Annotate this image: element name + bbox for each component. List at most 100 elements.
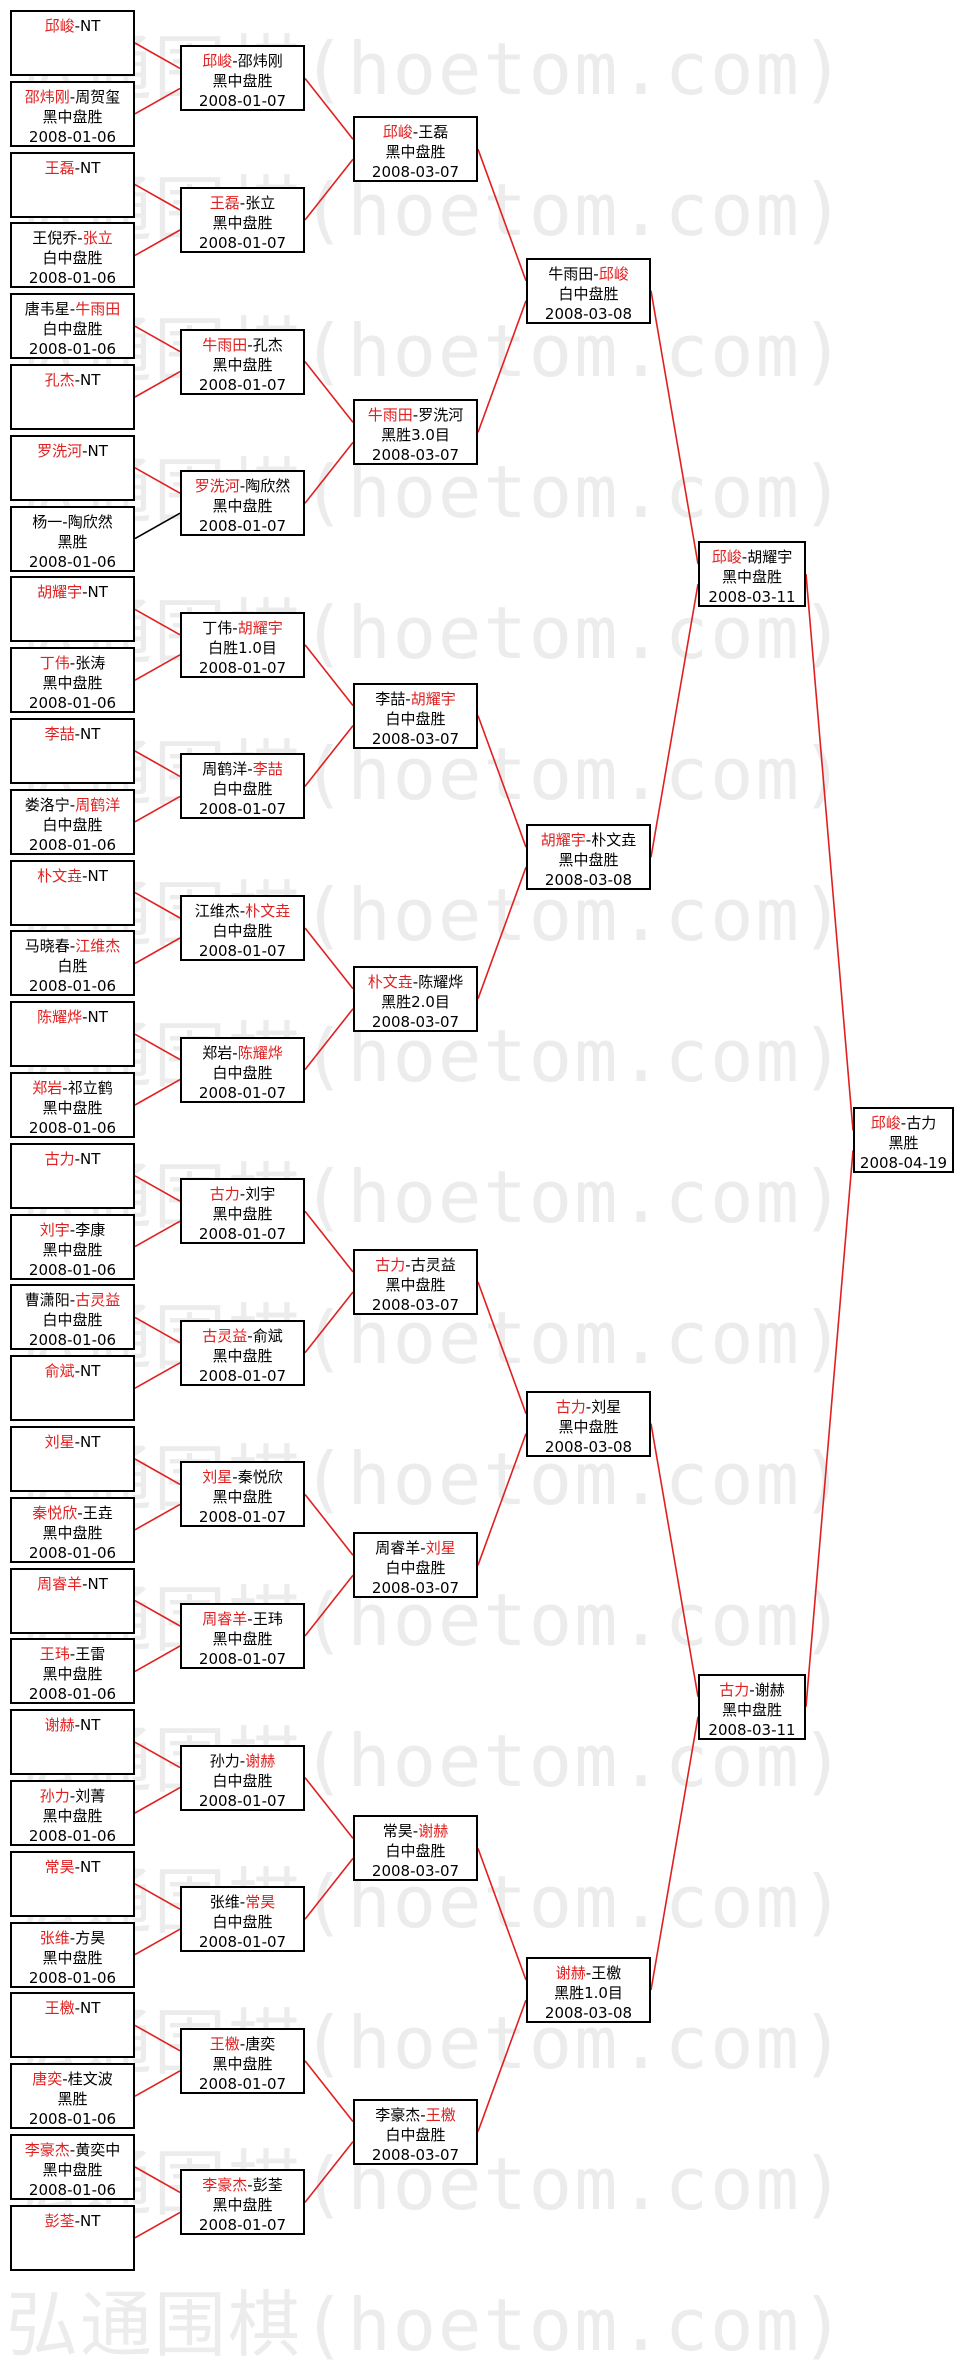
match-date: 2008-01-06	[28, 1331, 117, 1349]
match-date: 2008-01-07	[198, 517, 287, 535]
winner-name: 古力	[555, 1398, 586, 1416]
player-name: 周睿羊	[375, 1539, 421, 1557]
winner-name: 刘星	[202, 1468, 233, 1486]
player-name: NT	[80, 371, 101, 389]
match-date: 2008-01-06	[28, 1544, 117, 1562]
match-result: 白中盘胜	[212, 1772, 273, 1790]
match-players: 孙力-谢赫	[209, 1752, 276, 1770]
winner-name: 邵炜刚	[24, 88, 70, 106]
bracket-connector	[805, 573, 854, 1131]
winner-name: 俞斌	[44, 1362, 75, 1380]
bracket-connector	[304, 1493, 354, 1556]
match-players: 谢赫-王檄	[555, 1964, 622, 1982]
bracket-connector	[134, 1175, 181, 1202]
match-date: 2008-03-07	[371, 163, 460, 181]
winner-name: 朴文垚	[37, 867, 83, 885]
match-result: 黑中盘胜	[42, 1807, 103, 1825]
player-name: NT	[80, 1433, 101, 1451]
player-name: 谢赫	[754, 1681, 785, 1699]
winner-name: 丁伟	[39, 654, 70, 672]
winner-name: 邱峻	[870, 1114, 901, 1132]
player-name: 王垚	[82, 1504, 113, 1522]
match-players: 娄洛宁-周鹤洋	[24, 796, 121, 814]
winner-name: 谢赫	[245, 1752, 276, 1770]
match-date: 2008-01-06	[28, 1119, 117, 1137]
match-players: 牛雨田-罗洗河	[367, 406, 464, 424]
player-name: 王磊	[418, 123, 449, 141]
player-name: 刘宇	[245, 1185, 276, 1203]
match-date: 2008-01-07	[198, 942, 287, 960]
bracket-connector	[134, 87, 181, 115]
player-name: NT	[80, 1999, 101, 2017]
player-name: 胡耀宇	[747, 548, 793, 566]
match-players: 邱峻-邵炜刚	[202, 52, 283, 70]
player-name: NT	[87, 1008, 108, 1026]
match-result: 白中盘胜	[212, 922, 273, 940]
player-name: 唐韦星	[24, 300, 70, 318]
match-date: 2008-03-07	[371, 446, 460, 464]
bracket-connector	[304, 1291, 354, 1354]
match-result: 白中盘胜	[42, 249, 103, 267]
match-result: 白中盘胜	[385, 710, 446, 728]
match-box: 李喆-NT	[10, 718, 135, 784]
match-result: 黑中盘胜	[721, 568, 782, 586]
winner-name: 周睿羊	[37, 1575, 83, 1593]
bracket-connector	[477, 1281, 527, 1414]
match-result: 黑胜1.0目	[554, 1984, 623, 2002]
bracket-connector	[134, 608, 181, 636]
bracket-connector	[304, 927, 354, 990]
winner-name: 邱峻	[598, 265, 629, 283]
player-name: 王玮	[252, 1610, 283, 1628]
match-date: 2008-01-07	[198, 1084, 287, 1102]
bracket-connector	[134, 229, 181, 257]
bracket-connector	[134, 1741, 181, 1769]
match-players: 李豪杰-王檄	[375, 2106, 456, 2124]
player-name: 王倪乔	[32, 229, 78, 247]
match-players: 邱峻-王磊	[382, 123, 449, 141]
player-name: 王雷	[75, 1645, 106, 1663]
match-players: 王磊-NT	[44, 159, 101, 177]
winner-name: 牛雨田	[202, 336, 248, 354]
match-result: 黑中盘胜	[212, 356, 273, 374]
bracket-connector	[134, 795, 181, 823]
match-players: 古力-刘宇	[209, 1185, 276, 1203]
bracket-connector	[134, 2166, 181, 2194]
winner-name: 秦悦欣	[32, 1504, 78, 1522]
winner-name: 陈耀烨	[37, 1008, 83, 1026]
match-date: 2008-01-06	[28, 340, 117, 358]
winner-name: 古力	[719, 1681, 750, 1699]
match-result: 黑胜3.0目	[381, 426, 450, 444]
match-players: 古灵益-俞斌	[202, 1327, 283, 1345]
match-date: 2008-03-08	[544, 2004, 633, 2022]
match-result: 白中盘胜	[212, 1064, 273, 1082]
player-name: 祁立鹤	[67, 1079, 113, 1097]
match-players: 丁伟-张涛	[39, 654, 106, 672]
winner-name: 牛雨田	[75, 300, 121, 318]
player-name: NT	[80, 2212, 101, 2230]
player-name: 黄奕中	[75, 2141, 121, 2159]
winner-name: 邱峻	[202, 52, 233, 70]
bracket-connector	[304, 1210, 354, 1273]
winner-name: 牛雨田	[367, 406, 413, 424]
bracket-connector	[650, 1423, 699, 1697]
match-date: 2008-03-07	[371, 1862, 460, 1880]
player-name: 陶欣然	[245, 477, 291, 495]
bracket-connector	[134, 42, 181, 70]
player-name: NT	[80, 1362, 101, 1380]
match-result: 黑中盘胜	[42, 2161, 103, 2179]
match-result: 黑中盘胜	[212, 72, 273, 90]
player-name: 丁伟	[202, 619, 233, 637]
bracket-connector	[134, 467, 181, 494]
bracket-connector	[134, 1458, 181, 1486]
